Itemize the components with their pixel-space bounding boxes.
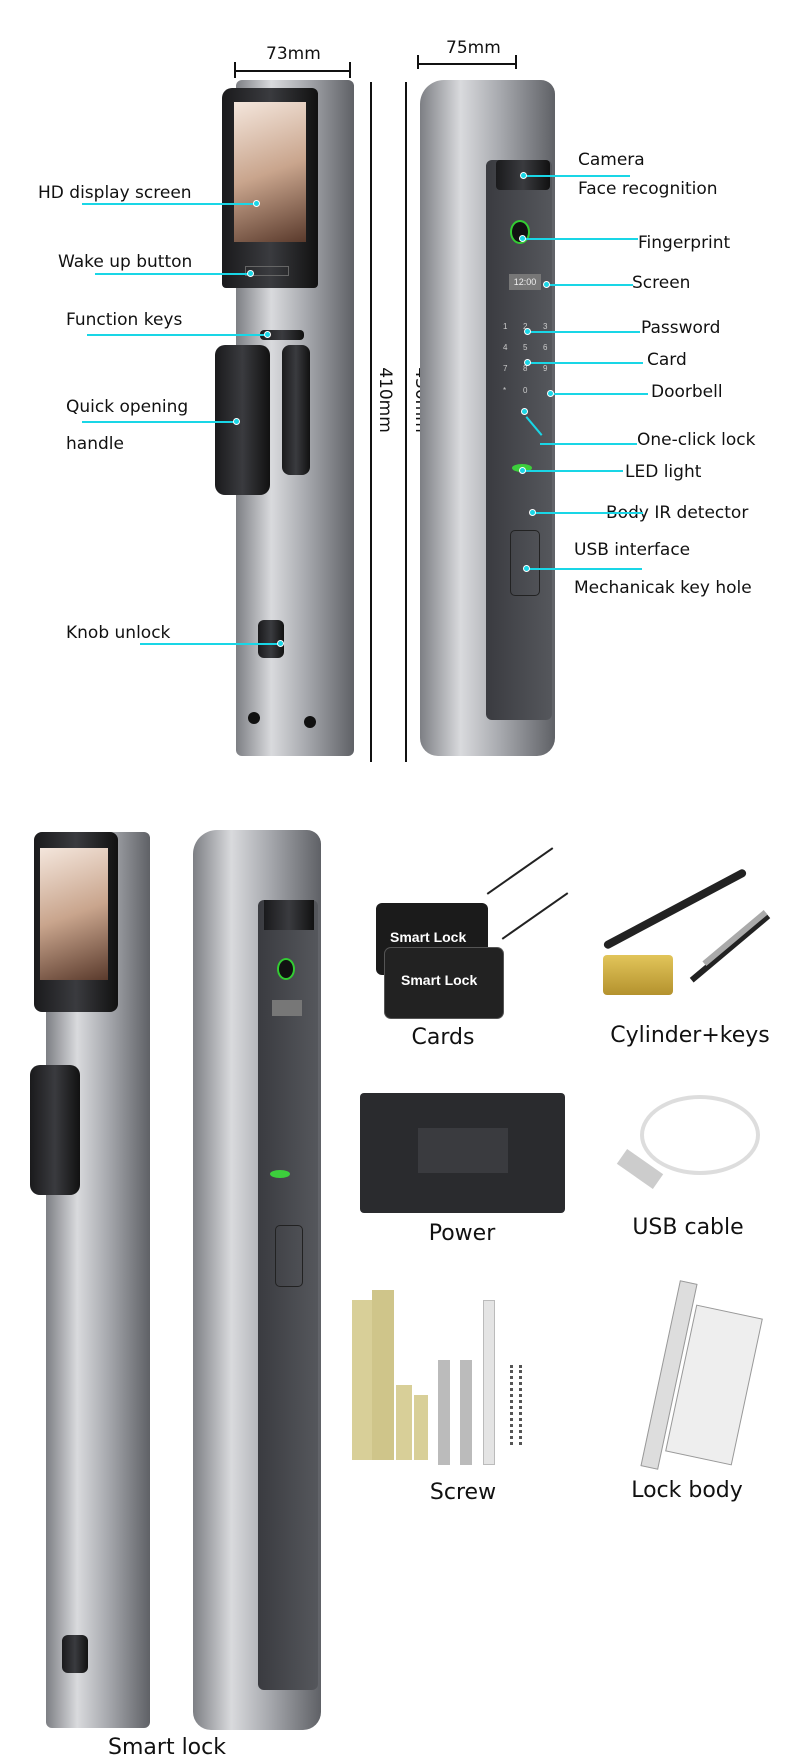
label-card: Card [647, 350, 687, 370]
width-dimension-line [417, 63, 517, 65]
label-hd-display: HD display screen [38, 183, 192, 203]
label-handle: handle [66, 434, 124, 454]
dim-tick [349, 62, 351, 78]
label-led-light: LED light [625, 462, 702, 482]
dim-tick [515, 55, 517, 69]
label-one-click-lock: One-click lock [637, 430, 756, 450]
label-body-ir: Body IR detector [606, 503, 749, 523]
dim-tick [234, 62, 236, 78]
caption-lock-body: Lock body [631, 1478, 743, 1503]
knob[interactable] [258, 620, 284, 658]
caption-usb-cable: USB cable [632, 1215, 744, 1240]
caption-screw: Screw [429, 1480, 497, 1505]
wake-buttons[interactable] [245, 266, 289, 276]
height-dimension-line [370, 82, 372, 762]
key-hole-cover[interactable] [510, 530, 540, 596]
caption-cards: Cards [411, 1025, 475, 1050]
height-dimension-line [405, 82, 407, 762]
label-quick-opening: Quick opening [66, 397, 189, 417]
label-screen: Screen [632, 273, 691, 293]
display-screen [234, 102, 306, 242]
caption-cylinder-keys: Cylinder+keys [610, 1023, 770, 1048]
label-fingerprint: Fingerprint [638, 233, 731, 253]
width-dimension-line [234, 70, 351, 72]
label-knob-unlock: Knob unlock [66, 623, 171, 643]
lock-screen-time: 12:00 [509, 274, 541, 290]
power-box [360, 1093, 565, 1213]
handle[interactable] [215, 345, 270, 495]
side-width-label: 75mm [446, 38, 501, 58]
label-usb-interface: USB interface [574, 540, 691, 560]
label-wake-button: Wake up button [58, 252, 193, 272]
label-key-hole: Mechanicak key hole [574, 578, 752, 598]
label-face-recognition: Face recognition [578, 179, 718, 199]
label-function-keys: Function keys [66, 310, 183, 330]
caption-power: Power [428, 1221, 496, 1246]
label-camera: Camera [578, 150, 645, 170]
front-width-label: 73mm [266, 44, 321, 64]
caption-smart-lock: Smart lock [108, 1735, 226, 1760]
front-height-label: 410mm [374, 367, 395, 433]
label-doorbell: Doorbell [651, 382, 723, 402]
dim-tick [417, 55, 419, 69]
function-keys[interactable] [260, 330, 304, 340]
label-password: Password [641, 318, 721, 338]
